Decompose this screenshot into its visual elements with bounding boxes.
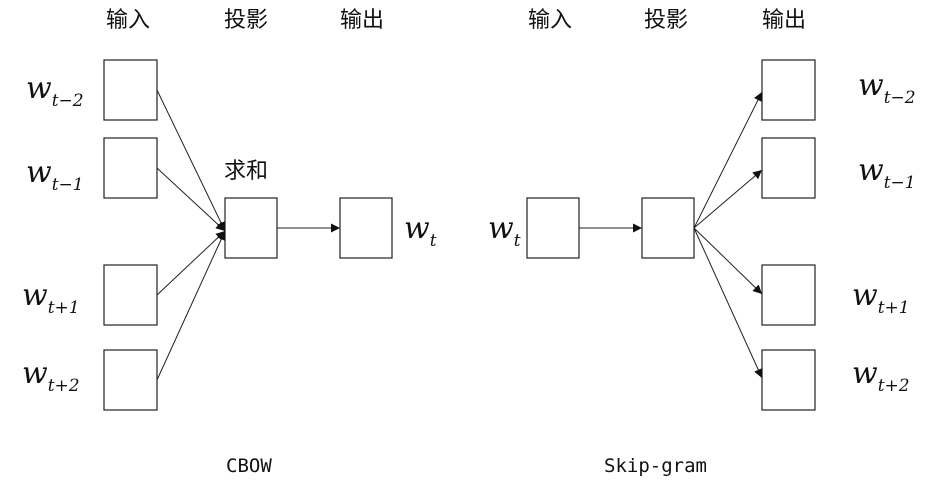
skipgram-output-box-4 bbox=[761, 349, 816, 411]
skipgram-output-label-1: wt−2 bbox=[858, 68, 916, 108]
cbow-output-label: wt bbox=[404, 211, 437, 251]
cbow-output-box bbox=[339, 197, 393, 259]
cbow-output-header: 输出 bbox=[340, 8, 384, 33]
cbow-projection-box bbox=[224, 197, 278, 259]
cbow-edge-3 bbox=[156, 230, 226, 296]
skipgram-edge-3 bbox=[693, 227, 763, 295]
cbow-input-box-2 bbox=[103, 137, 158, 199]
cbow-model: 输入 投影 输出 求和 wt−2 wt−1 wt+1 wt+2 wt CBOW bbox=[22, 8, 437, 477]
cbow-input-label-2: wt−1 bbox=[26, 155, 84, 195]
cbow-projection-header: 投影 bbox=[224, 8, 268, 33]
skipgram-output-box-3 bbox=[761, 264, 816, 326]
skipgram-output-header: 输出 bbox=[762, 8, 806, 33]
skipgram-output-label-4: wt+2 bbox=[852, 356, 910, 396]
cbow-input-label-4: wt+2 bbox=[22, 356, 80, 396]
skipgram-input-header: 输入 bbox=[528, 8, 572, 33]
skipgram-projection-box bbox=[641, 197, 695, 259]
skipgram-output-label-3: wt+1 bbox=[852, 278, 910, 318]
cbow-sum-label: 求和 bbox=[224, 159, 268, 184]
skipgram-projection-header: 投影 bbox=[644, 8, 688, 33]
skipgram-edge-4 bbox=[693, 227, 763, 379]
skipgram-output-box-2 bbox=[761, 137, 816, 199]
cbow-edge-2 bbox=[156, 167, 226, 232]
skipgram-input-label: wt bbox=[488, 211, 521, 251]
skipgram-edge-1 bbox=[693, 91, 763, 229]
cbow-input-box-4 bbox=[103, 349, 158, 411]
skipgram-output-box-1 bbox=[761, 59, 816, 121]
skipgram-edge-2 bbox=[693, 169, 763, 229]
cbow-input-header: 输入 bbox=[106, 8, 150, 33]
cbow-input-label-3: wt+1 bbox=[22, 278, 80, 318]
cbow-caption: CBOW bbox=[226, 455, 272, 477]
cbow-edge-4 bbox=[156, 230, 226, 381]
skipgram-output-label-2: wt−1 bbox=[858, 153, 916, 193]
cbow-input-label-1: wt−2 bbox=[26, 71, 84, 111]
skipgram-input-box bbox=[526, 197, 580, 259]
skipgram-caption: Skip-gram bbox=[604, 455, 707, 477]
cbow-input-box-1 bbox=[103, 59, 158, 121]
skipgram-model: 输入 投影 输出 wt wt−2 wt−1 wt+1 wt+2 Skip-gra… bbox=[488, 8, 916, 477]
cbow-input-box-3 bbox=[103, 264, 158, 326]
cbow-edge-1 bbox=[156, 89, 226, 232]
